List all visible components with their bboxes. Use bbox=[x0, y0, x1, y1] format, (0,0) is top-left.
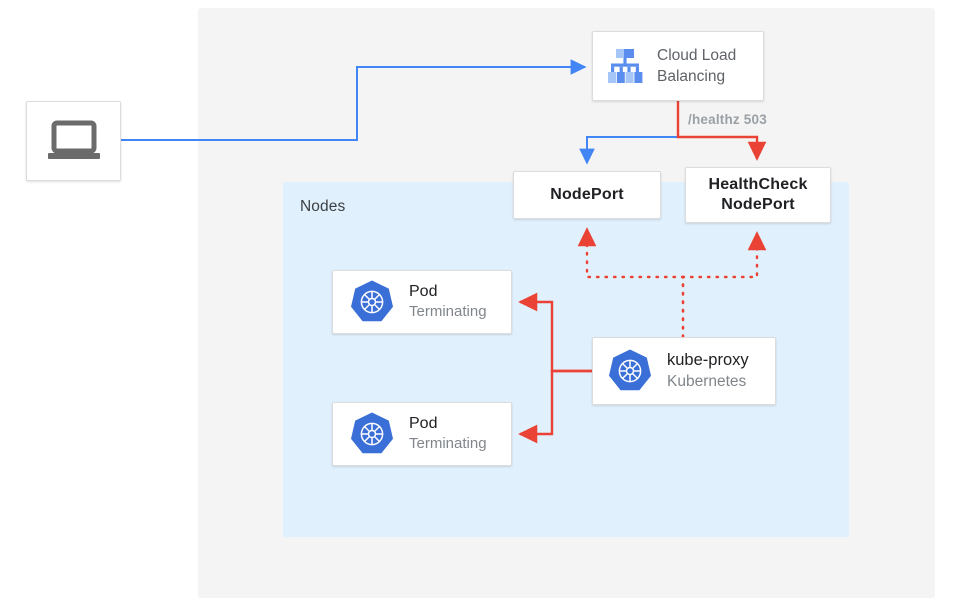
cloud-load-balancing-label: Cloud Load Balancing bbox=[657, 45, 736, 87]
healthcheck-nodeport-card: HealthCheck NodePort bbox=[685, 167, 831, 223]
kube-proxy-title: kube-proxy bbox=[667, 351, 749, 369]
kube-proxy-subtitle: Kubernetes bbox=[667, 373, 747, 390]
pod-text: Pod Terminating bbox=[409, 282, 487, 322]
kube-proxy-card: kube-proxy Kubernetes bbox=[592, 337, 776, 405]
cloud-load-balancing-label-line2: Balancing bbox=[657, 68, 726, 85]
kubernetes-icon bbox=[609, 349, 651, 391]
healthcheck-nodeport-label: HealthCheck NodePort bbox=[708, 175, 807, 215]
laptop-icon bbox=[47, 120, 100, 159]
kubernetes-icon bbox=[351, 412, 393, 454]
nodeport-label: NodePort bbox=[550, 186, 624, 203]
healthcheck-nodeport-label-line2: NodePort bbox=[721, 196, 795, 213]
cloud-load-balancing-label-line1: Cloud Load bbox=[657, 47, 737, 64]
pod-status: Terminating bbox=[409, 303, 487, 320]
client-device-card bbox=[26, 101, 121, 181]
kube-proxy-text: kube-proxy Kubernetes bbox=[667, 350, 749, 392]
kubernetes-icon bbox=[351, 280, 393, 322]
nodes-region-label: Nodes bbox=[300, 198, 346, 215]
pod-text: Pod Terminating bbox=[409, 414, 487, 454]
healthcheck-nodeport-label-line1: HealthCheck bbox=[708, 176, 808, 193]
healthz-status-label: /healthz 503 bbox=[688, 112, 767, 127]
pod-status: Terminating bbox=[409, 435, 487, 452]
cloud-load-balancing-icon bbox=[605, 48, 645, 84]
pod-card: Pod Terminating bbox=[332, 402, 512, 466]
cloud-load-balancing-card: Cloud Load Balancing bbox=[592, 31, 764, 101]
pod-title: Pod bbox=[409, 415, 438, 432]
pod-title: Pod bbox=[409, 283, 438, 300]
pod-card: Pod Terminating bbox=[332, 270, 512, 334]
nodeport-card: NodePort bbox=[513, 171, 661, 219]
